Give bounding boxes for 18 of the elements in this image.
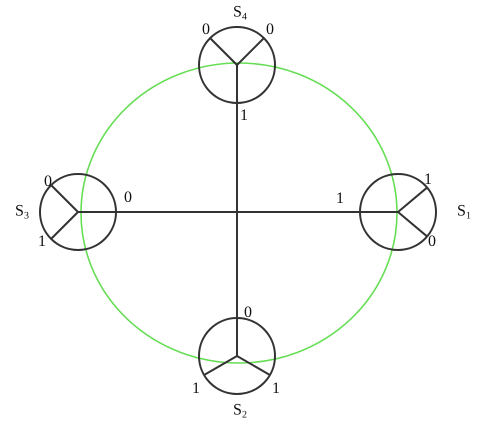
port-label: 0 [266,21,274,39]
connection-line [236,103,238,318]
port-label: 1 [272,380,280,398]
port-label: 0 [124,189,132,207]
port-label: 1 [424,171,432,189]
port-label: 1 [192,380,200,398]
switch-name: S$_{4}$ [233,4,247,24]
port-label: 0 [428,233,436,251]
connection-line [116,211,360,213]
port-label: 0 [202,21,210,39]
port-label: 1 [38,233,46,251]
switch-name: S$_{1}$ [457,202,471,224]
switch-name: S$_{3}$ [15,202,29,224]
port-label: 1 [336,190,344,208]
switch-name: S$_{2}$ [233,402,247,422]
port-label: 1 [240,107,248,125]
port-label: 0 [244,304,252,322]
port-label: 0 [44,173,52,191]
